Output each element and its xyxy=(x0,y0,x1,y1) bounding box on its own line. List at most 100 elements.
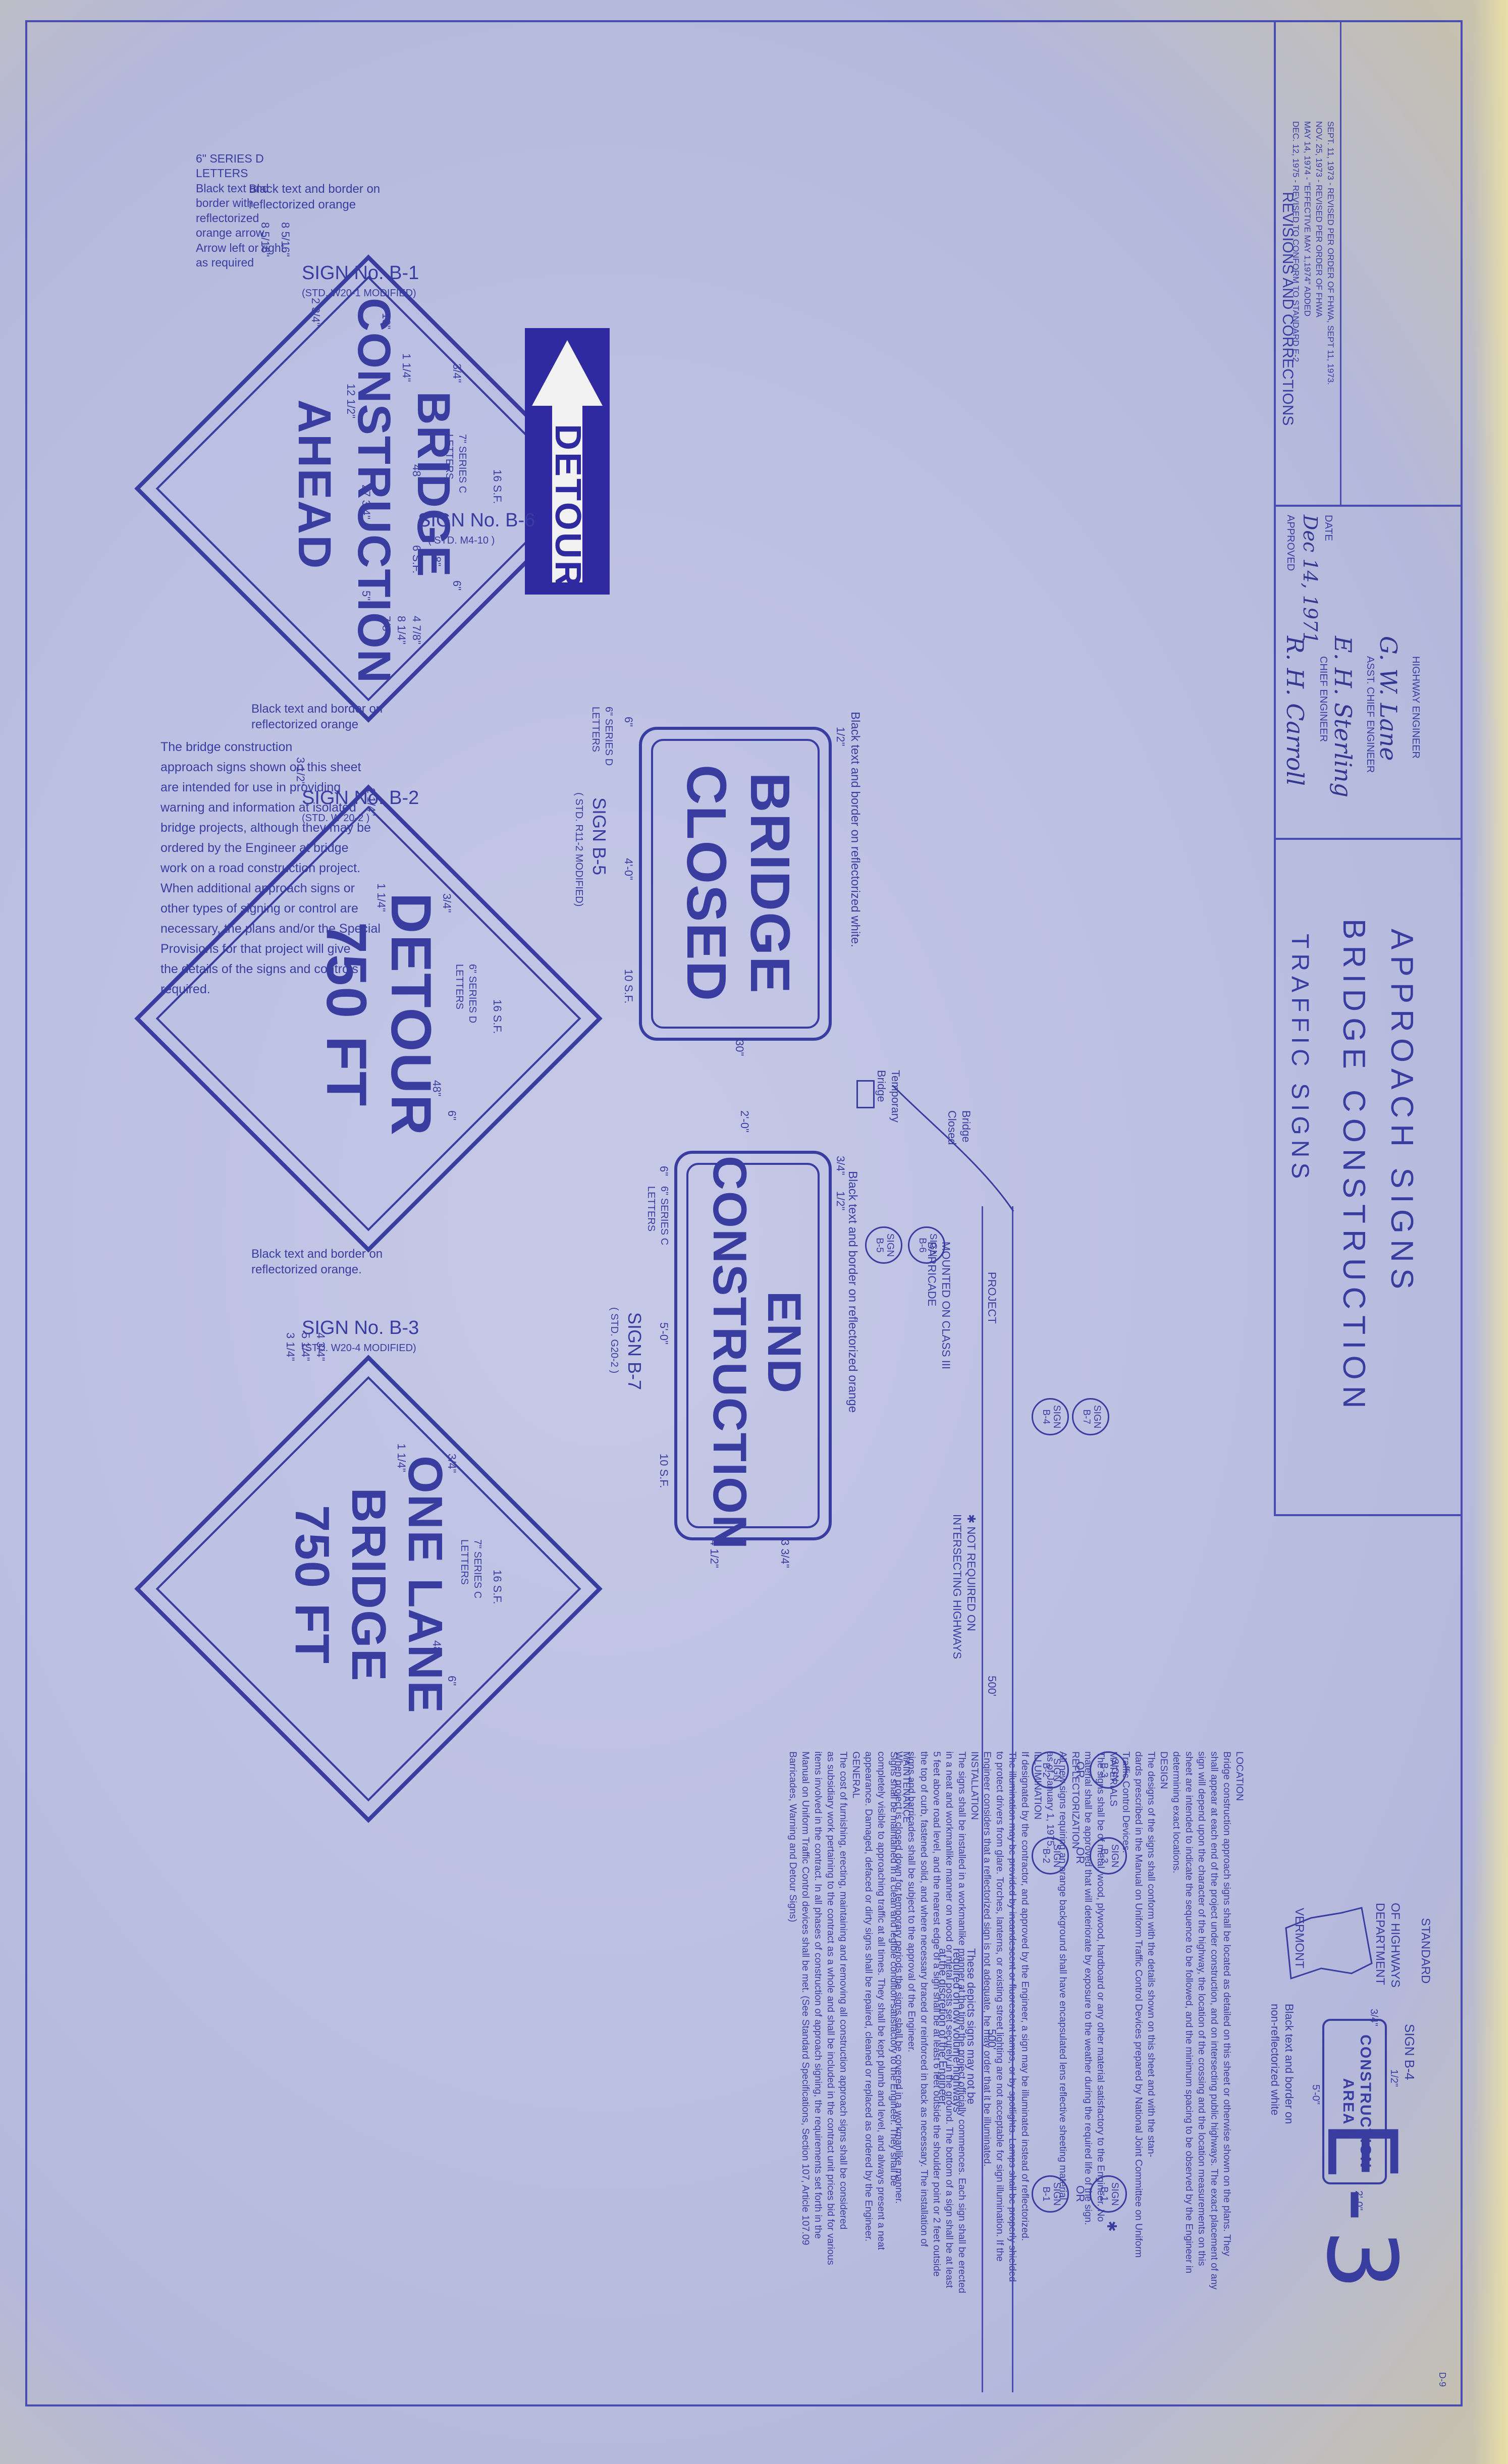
b2-dim-16: 16 S.F. xyxy=(491,999,504,1034)
b4-dim-50: 5'-0" xyxy=(1310,2084,1321,2105)
titleblock-divider-3 xyxy=(1274,838,1463,840)
highway-engineer: HIGHWAY ENGINEER xyxy=(1410,656,1421,759)
diagram-depict: These depicts signs may not be required … xyxy=(936,1948,978,2113)
b7-letters: 6" SERIES C LETTERS xyxy=(645,1186,670,1246)
b1-line3: AHEAD xyxy=(289,399,340,570)
b1-dim-114: 1 1/4" xyxy=(400,353,413,382)
vermont-outline-icon xyxy=(1285,1907,1373,1980)
b4-note: Black text and border on non-reflectoriz… xyxy=(1268,2004,1296,2124)
standard-label: STANDARD xyxy=(1419,1918,1432,1984)
diagram-circle-b3b: SIGN B-3 xyxy=(1090,1837,1127,1874)
diagram-circle-b1b: SIGN B-1 xyxy=(1090,2175,1127,2213)
b6-dim-48: 48" xyxy=(410,464,423,481)
b6-arrow-icon xyxy=(532,340,603,582)
sheet-number: E-3 xyxy=(1306,2120,1417,2297)
b1-dim-34: 3/4" xyxy=(451,363,463,383)
revisions-list: SEPT. 11, 1973 - REVISED PER ORDER OF FH… xyxy=(1291,121,1335,385)
b3-dim-a: 3 1/4" xyxy=(284,1332,297,1361)
b6-dim-234: 2 3/4" xyxy=(309,298,322,327)
b7-dim-10: 10 S.F. xyxy=(658,1454,670,1488)
b6-dim-1212: 12 1/2" xyxy=(345,384,357,418)
b4-dim-12: 1/2" xyxy=(1388,2069,1399,2087)
b1-line2: CONSTRUCTION xyxy=(348,298,400,684)
chief-engineer: CHIEF ENGINEER xyxy=(1318,656,1329,742)
b5-dim-12: 1/2" xyxy=(834,727,847,746)
b5-line2: CLOSED xyxy=(675,764,737,1002)
diagram-not-required: ✱ NOT REQUIRED ON INTERSECTING HIGHWAYS xyxy=(950,1514,978,1659)
barricade xyxy=(856,1080,875,1108)
diagram-circle-b2a: SIGN B-2 xyxy=(1032,1751,1069,1789)
b6-left-note: 6" SERIES D LETTERS Black text and borde… xyxy=(196,152,285,270)
b6-word: DETOUR xyxy=(548,424,588,589)
b2-dim-34: 3/4" xyxy=(441,893,453,913)
b3-dim-6: 6" xyxy=(446,1676,458,1686)
b6-sign xyxy=(525,328,610,595)
b5-dim-6: 6" xyxy=(622,717,635,727)
diagram-circle-b5: SIGN B-5 xyxy=(865,1226,902,1264)
diagram-circle-b3a: SIGN B-3 xyxy=(1090,1751,1127,1789)
b2-dim-48: 48" xyxy=(430,1080,443,1097)
department-2: OF HIGHWAYS xyxy=(1388,1903,1402,1988)
b3-legend: ONE LANE BRIDGE 750 FT xyxy=(282,1398,453,1772)
b3-dim-16: 16 S.F. xyxy=(491,1570,504,1604)
b6-dim-478: 4 7/8" xyxy=(410,616,423,645)
b7-title: SIGN B-7 xyxy=(624,1312,645,1390)
b3-dim-34: 3/4" xyxy=(446,1454,458,1473)
title-line-2: BRIDGE CONSTRUCTION xyxy=(1336,919,1371,1415)
b7-line1: END xyxy=(758,1291,811,1395)
approach-curve xyxy=(891,1085,1014,1212)
road-line-lower xyxy=(982,1206,983,2392)
titleblock-divider-4 xyxy=(1274,1514,1463,1516)
diagram-circle-b4: SIGN B-4 xyxy=(1032,1398,1069,1435)
b7-line2: CONSTRUCTION xyxy=(704,1156,757,1550)
b6-dim-78: 7/8" xyxy=(380,616,393,635)
b1-dim-48: 48" xyxy=(430,550,443,567)
b3-letters: 7" SERIES C LETTERS xyxy=(459,1539,483,1599)
diagram-or3: OR xyxy=(1074,2185,1087,2202)
road-line-upper xyxy=(1012,1206,1013,2392)
b5-dim-40: 4'-0" xyxy=(622,858,635,880)
signature-1: R. H. Carroll xyxy=(1281,636,1309,786)
b3-note: Black text and border on reflectorized o… xyxy=(251,1247,383,1276)
title-line-1: TRAFFIC SIGNS xyxy=(1286,934,1313,1184)
b5-note: Black text and border on reflectorized w… xyxy=(848,712,862,947)
b2-dim-6: 6" xyxy=(446,1110,458,1121)
b6-dim-5: 5" xyxy=(360,591,372,601)
b6-dim-814: 8 1/4" xyxy=(395,616,408,645)
b7-dim-334: 3 3/4" xyxy=(779,1539,791,1568)
general-note: The bridge construction approach signs s… xyxy=(160,740,381,996)
b4-title: SIGN B-4 xyxy=(1402,2024,1417,2080)
asst-chief-engineer: ASST. CHIEF ENGINEER xyxy=(1365,656,1376,773)
b5-std: ( STD. R11-2 MODIFIED) xyxy=(573,792,584,907)
b3-std: (STD. W20-4 MODIFIED) xyxy=(302,1343,416,1354)
b7-dim-12: 1/2" xyxy=(834,1191,847,1211)
diagram-bridge-closed: Bridge Closed xyxy=(945,1110,973,1145)
b7-dim-34: 3/4" xyxy=(834,1156,847,1175)
b6-dim-2734: 27 3/4" xyxy=(360,485,372,519)
b1-dim-16: 16 S.F. xyxy=(491,469,504,504)
b7-note: Black text and border on reflectorized o… xyxy=(846,1171,859,1413)
b3-dim-114: 1 1/4" xyxy=(395,1443,408,1472)
b2-line1: DETOUR xyxy=(380,892,443,1137)
diagram-circle-b6: SIGN B-6 xyxy=(908,1226,945,1264)
state-name: VERMONT xyxy=(1292,1908,1306,1968)
titleblock-divider-5 xyxy=(1340,20,1341,505)
b6-dim-65: 6 S.F. xyxy=(410,545,423,574)
b3-line2: BRIDGE xyxy=(342,1487,396,1682)
b2-letters: 6" SERIES D LETTERS xyxy=(454,964,478,1024)
titleblock-divider-1 xyxy=(1274,20,1276,1514)
diagram-circle-b2b: SIGN B-2 xyxy=(1032,1837,1069,1874)
diagram-or2: OR xyxy=(1074,1847,1087,1864)
title-line-3: APPROACH SIGNS xyxy=(1384,929,1419,1296)
b6-dim-18: 18" xyxy=(380,313,393,330)
signature-3: G. W. Lane xyxy=(1375,636,1402,761)
b1-dim-6: 6" xyxy=(451,580,463,591)
b7-dim-50: 5'-0" xyxy=(658,1322,670,1345)
diagram-project: PROJECT xyxy=(986,1272,998,1324)
department-1: DEPARTMENT xyxy=(1373,1903,1387,1986)
b7-legend: END CONSTRUCTION xyxy=(701,1156,812,1550)
diagram-circle-b1a: SIGN B-1 xyxy=(1032,2175,1069,2213)
b6-title: SIGN No. B-6 xyxy=(418,510,535,531)
